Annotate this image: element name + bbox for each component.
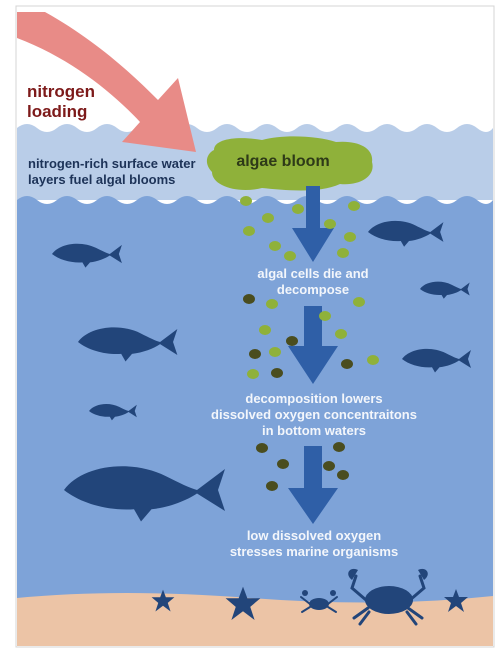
step-1-label: algal cells die and decompose (220, 266, 406, 298)
title-line: loading (27, 102, 88, 121)
down-arrow-icon (288, 186, 338, 524)
surface-note-line: layers fuel algal blooms (28, 172, 176, 187)
algae-bloom-label: algae bloom (236, 153, 330, 170)
surface-note-line: nitrogen-rich surface water (28, 156, 196, 171)
surface-note: nitrogen-rich surface water layers fuel … (28, 156, 196, 188)
title-line: nitrogen (27, 82, 95, 101)
step-2-line: dissolved oxygen concentraitons (211, 407, 417, 422)
step-2-line: decomposition lowers (245, 391, 383, 406)
step-3-line: low dissolved oxygen (246, 528, 382, 543)
step-2-label: decomposition lowers dissolved oxygen co… (196, 391, 432, 439)
diagram-title: nitrogen loading (27, 82, 95, 122)
dead-algae-cells (243, 294, 353, 491)
crab-icon (300, 590, 338, 613)
crab-icon (348, 568, 428, 626)
step-3-line: stresses marine organisms (229, 544, 399, 559)
step-1-line: decompose (276, 282, 350, 297)
step-3-label: low dissolved oxygen stresses marine org… (216, 528, 412, 560)
step-2-line: in bottom waters (261, 423, 366, 438)
step-1-line: algal cells die and (257, 266, 369, 281)
live-algae-cells (240, 196, 379, 379)
algae-bloom-icon (206, 136, 373, 191)
nitrogen-arrow-icon (17, 12, 196, 152)
